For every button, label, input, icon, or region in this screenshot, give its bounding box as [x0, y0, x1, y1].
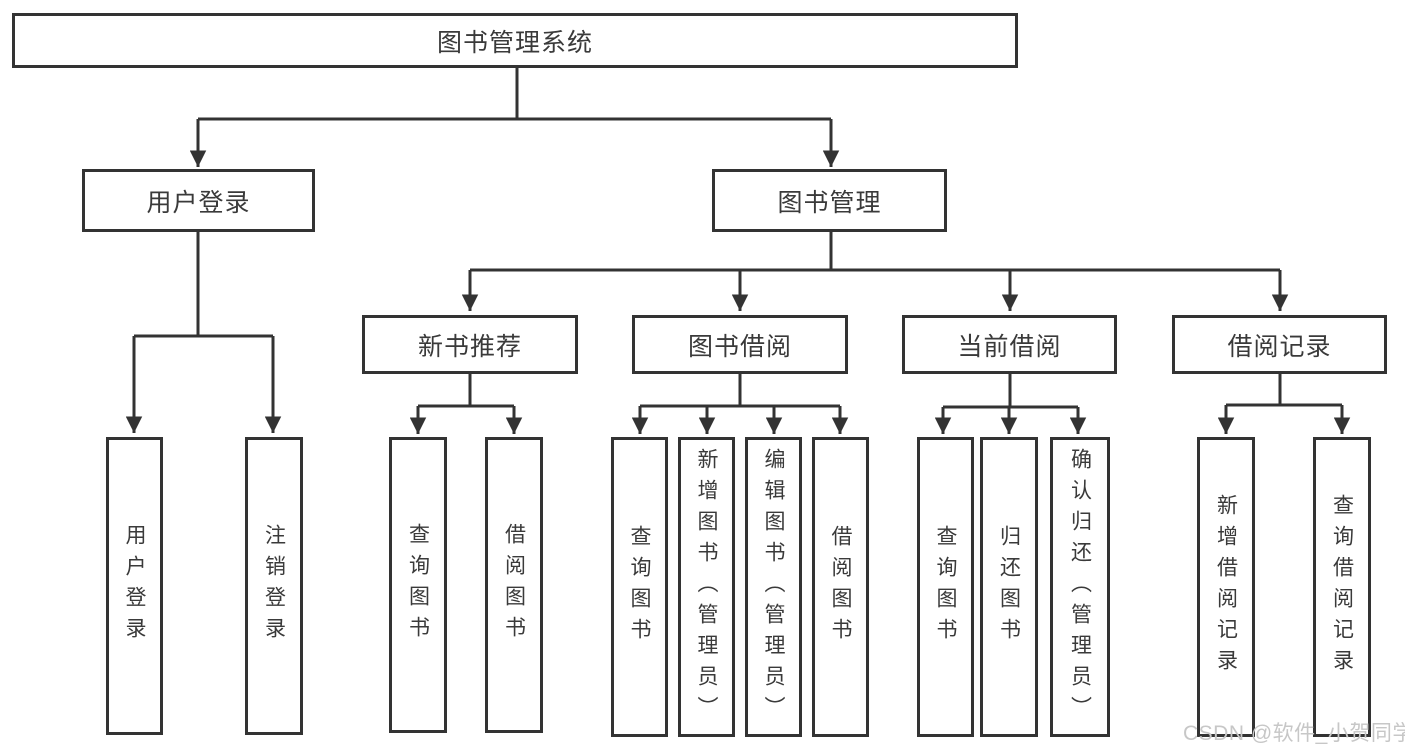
- node-user-login: 用户登录: [82, 169, 315, 232]
- node-current-borrow: 当前借阅: [902, 315, 1117, 374]
- leaf-query-books-recommend: 查询图书: [389, 437, 447, 733]
- csdn-watermark: CSDN @软件_小贺同学: [1183, 722, 1405, 745]
- leaf-query-books-current: 查询图书: [917, 437, 974, 737]
- leaf-query-borrow-record: 查询借阅记录: [1313, 437, 1371, 737]
- leaf-borrow-books-recommend: 借阅图书: [485, 437, 543, 733]
- leaf-add-books-admin: 新增图书（管理员）: [678, 437, 735, 737]
- leaf-borrow-books: 借阅图书: [812, 437, 869, 737]
- leaf-query-books-borrow: 查询图书: [611, 437, 668, 737]
- leaf-return-books: 归还图书: [980, 437, 1038, 737]
- node-new-book-recommend: 新书推荐: [362, 315, 578, 374]
- leaf-user-login: 用户登录: [106, 437, 163, 735]
- node-book-borrow: 图书借阅: [632, 315, 848, 374]
- leaf-add-borrow-record: 新增借阅记录: [1197, 437, 1255, 737]
- node-library-system: 图书管理系统: [12, 13, 1018, 68]
- leaf-edit-books-admin: 编辑图书（管理员）: [745, 437, 802, 737]
- leaf-confirm-return-admin: 确认归还（管理员）: [1050, 437, 1110, 737]
- leaf-logout-login: 注销登录: [245, 437, 303, 735]
- node-borrow-records: 借阅记录: [1172, 315, 1387, 374]
- node-book-management: 图书管理: [712, 169, 947, 232]
